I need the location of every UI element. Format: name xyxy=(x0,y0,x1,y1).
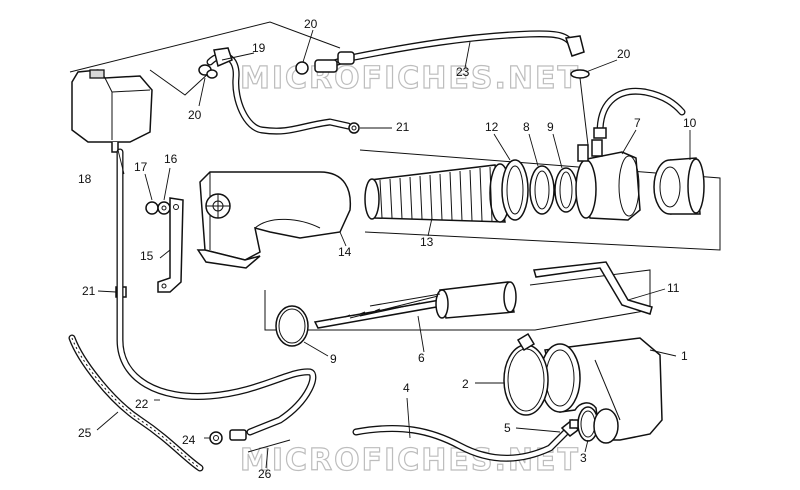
nut-24 xyxy=(209,431,223,445)
clamp-band-2 xyxy=(503,332,549,416)
callout-14: 14 xyxy=(338,245,352,259)
clamp-20-left xyxy=(198,64,218,79)
callout-17: 17 xyxy=(134,160,148,174)
bracket-15 xyxy=(157,197,184,293)
ring-8 xyxy=(529,165,555,215)
rod-11 xyxy=(533,261,653,315)
hose-23 xyxy=(314,30,585,73)
braided-hose-25 xyxy=(68,334,204,472)
ring-12 xyxy=(501,159,529,221)
watermark-top: MICROFICHES.NET xyxy=(240,61,580,96)
assembly-frame-lower xyxy=(264,269,651,331)
callout-19: 19 xyxy=(252,41,266,55)
callout-9-lower: 9 xyxy=(330,352,337,366)
callout-16: 16 xyxy=(164,152,178,166)
o-ring-9-lower xyxy=(275,305,309,347)
connector-5 xyxy=(560,418,579,437)
clamp-20-top xyxy=(295,61,309,75)
clamp-21-upper xyxy=(348,122,360,134)
callout-10: 10 xyxy=(683,116,697,130)
assembly-frame-upper xyxy=(69,21,721,251)
filter-element xyxy=(364,163,511,223)
leader-lines xyxy=(96,29,691,469)
drain-hose-22 xyxy=(116,148,317,436)
callout-4: 4 xyxy=(403,381,410,395)
watermark-bottom: MICROFICHES.NET xyxy=(240,443,580,478)
air-filter-box xyxy=(196,171,352,269)
callout-23: 23 xyxy=(456,65,470,79)
callout-24: 24 xyxy=(182,433,196,447)
callout-20-top: 20 xyxy=(304,17,318,31)
filter-housing-7 xyxy=(575,139,641,221)
reservoir-tank xyxy=(71,69,153,153)
tie-26 xyxy=(247,439,291,453)
rod-assembly-6 xyxy=(313,281,517,329)
callout-11: 11 xyxy=(667,281,680,295)
fitting-24 xyxy=(229,429,247,441)
callout-2: 2 xyxy=(462,377,469,391)
callout-21-upper: 21 xyxy=(396,120,410,134)
callout-3: 3 xyxy=(580,451,587,465)
callout-6: 6 xyxy=(418,351,425,365)
callout-22: 22 xyxy=(135,397,149,411)
clamp-3 xyxy=(577,406,619,444)
nut-17 xyxy=(145,201,159,215)
callout-21-lower: 21 xyxy=(82,284,96,298)
hose-upper-right xyxy=(593,87,686,139)
hose-4 xyxy=(352,424,570,462)
callout-8: 8 xyxy=(523,120,530,134)
callout-20-right: 20 xyxy=(617,47,631,61)
callout-12: 12 xyxy=(485,120,499,134)
callout-26: 26 xyxy=(258,467,272,481)
washer-16 xyxy=(157,201,171,215)
callouts: 1 2 3 4 5 6 7 8 9 9 10 11 12 13 14 15 16… xyxy=(78,17,697,481)
callout-13: 13 xyxy=(420,235,434,249)
callout-25: 25 xyxy=(78,426,92,440)
callout-9-upper: 9 xyxy=(547,120,554,134)
ring-9-upper xyxy=(554,167,578,213)
sleeve-10 xyxy=(653,157,705,215)
clamp-20-right xyxy=(570,69,590,146)
callout-18: 18 xyxy=(78,172,92,186)
callout-7: 7 xyxy=(634,116,641,130)
callout-5: 5 xyxy=(504,421,511,435)
callout-20-left: 20 xyxy=(188,108,202,122)
callout-15: 15 xyxy=(140,249,154,263)
callout-1: 1 xyxy=(681,349,688,363)
